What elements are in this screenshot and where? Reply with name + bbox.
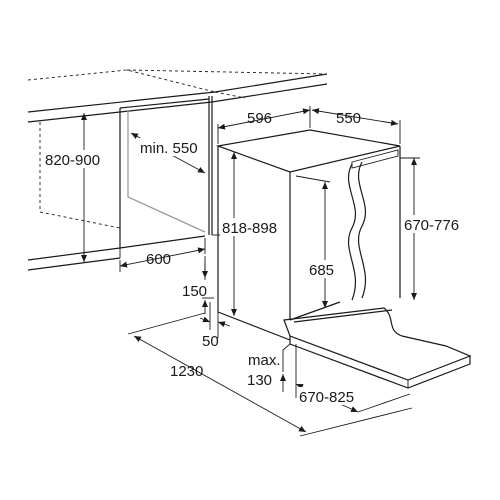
- plinth-height-label: 150: [182, 283, 207, 300]
- width-label: 596: [247, 110, 272, 127]
- label-bg: [298, 387, 362, 405]
- appliance-height-label: 818-898: [222, 220, 277, 237]
- depth-label: 550: [336, 110, 361, 127]
- overall-depth-label: 1230: [170, 363, 203, 380]
- dimension-labels: 820-900 min. 550 600 596 550 818-898 685…: [44, 110, 469, 406]
- plinth-gap-label: 50: [202, 333, 219, 350]
- inner-height-label: 670-776: [404, 217, 459, 234]
- label-bg: [222, 218, 286, 236]
- max-label: max.: [248, 352, 281, 369]
- niche-depth-label: 600: [146, 251, 171, 268]
- label-bg: [403, 215, 469, 233]
- niche-height-label: 820-900: [45, 152, 100, 169]
- door-height-label: 685: [309, 262, 334, 279]
- worktop: [27, 69, 328, 123]
- niche-cabinet: [27, 96, 220, 271]
- label-bg: [138, 138, 208, 156]
- label-bg: [44, 150, 114, 168]
- max-plinth-value-label: 130: [247, 372, 272, 389]
- dishwasher-body: [215, 129, 401, 341]
- label-bg: [308, 260, 336, 278]
- niche-depth-min-label: min. 550: [140, 140, 198, 157]
- door-swing-label: 670-825: [299, 389, 354, 406]
